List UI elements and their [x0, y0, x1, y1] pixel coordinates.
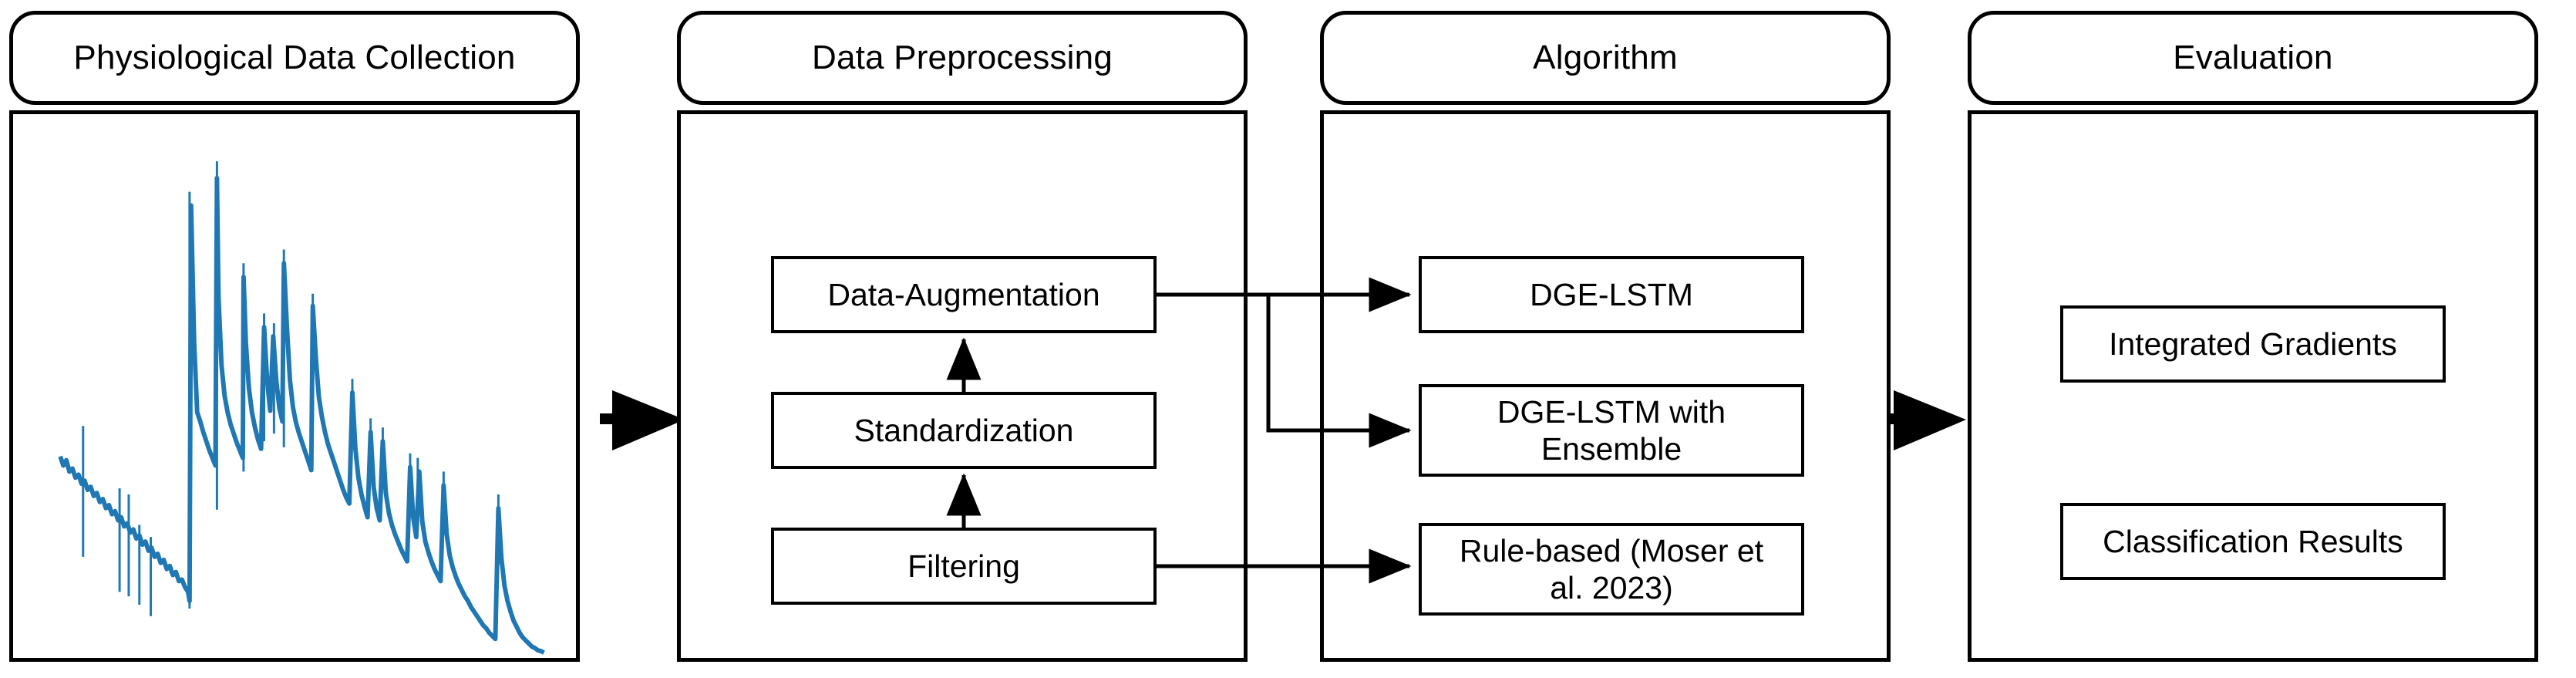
box-label: Integrated Gradients [2109, 326, 2397, 362]
box-label: Classification Results [2103, 523, 2403, 559]
box-label: Filtering [907, 548, 1020, 584]
collection-to-preprocessing-arrow [600, 390, 685, 450]
physiological-signal-chart [58, 161, 545, 655]
stage-header-evaluation[interactable]: Evaluation [1968, 11, 2538, 105]
stage-header-label: Algorithm [1533, 38, 1678, 76]
box-classification-results[interactable]: Classification Results [2060, 503, 2446, 580]
box-data-augmentation[interactable]: Data-Augmentation [771, 256, 1157, 333]
signal-plot-panel [9, 110, 580, 662]
algorithm-to-evaluation-arrow [1881, 390, 1966, 450]
stage-header-algorithm[interactable]: Algorithm [1320, 11, 1891, 105]
box-filtering[interactable]: Filtering [771, 528, 1157, 605]
box-label: Standardization [854, 412, 1074, 448]
stage-header-data-preprocessing[interactable]: Data Preprocessing [677, 11, 1248, 105]
stage-header-label: Physiological Data Collection [73, 38, 516, 76]
box-standardization[interactable]: Standardization [771, 392, 1157, 469]
box-dge-lstm-with-ensemble[interactable]: DGE-LSTM with Ensemble [1419, 384, 1804, 477]
box-label: DGE-LSTM with Ensemble [1497, 393, 1726, 467]
stage-header-physiological-data-collection[interactable]: Physiological Data Collection [9, 11, 580, 105]
box-label: Rule-based (Moser et al. 2023) [1459, 532, 1764, 605]
box-dge-lstm[interactable]: DGE-LSTM [1419, 256, 1804, 333]
box-integrated-gradients[interactable]: Integrated Gradients [2060, 305, 2446, 383]
stage-header-label: Data Preprocessing [811, 38, 1113, 76]
stage-header-label: Evaluation [2173, 38, 2333, 76]
signal-trace [58, 175, 545, 655]
box-rule-based-moser[interactable]: Rule-based (Moser et al. 2023) [1419, 523, 1804, 616]
box-label: Data-Augmentation [827, 276, 1100, 312]
box-label: DGE-LSTM [1530, 276, 1693, 312]
